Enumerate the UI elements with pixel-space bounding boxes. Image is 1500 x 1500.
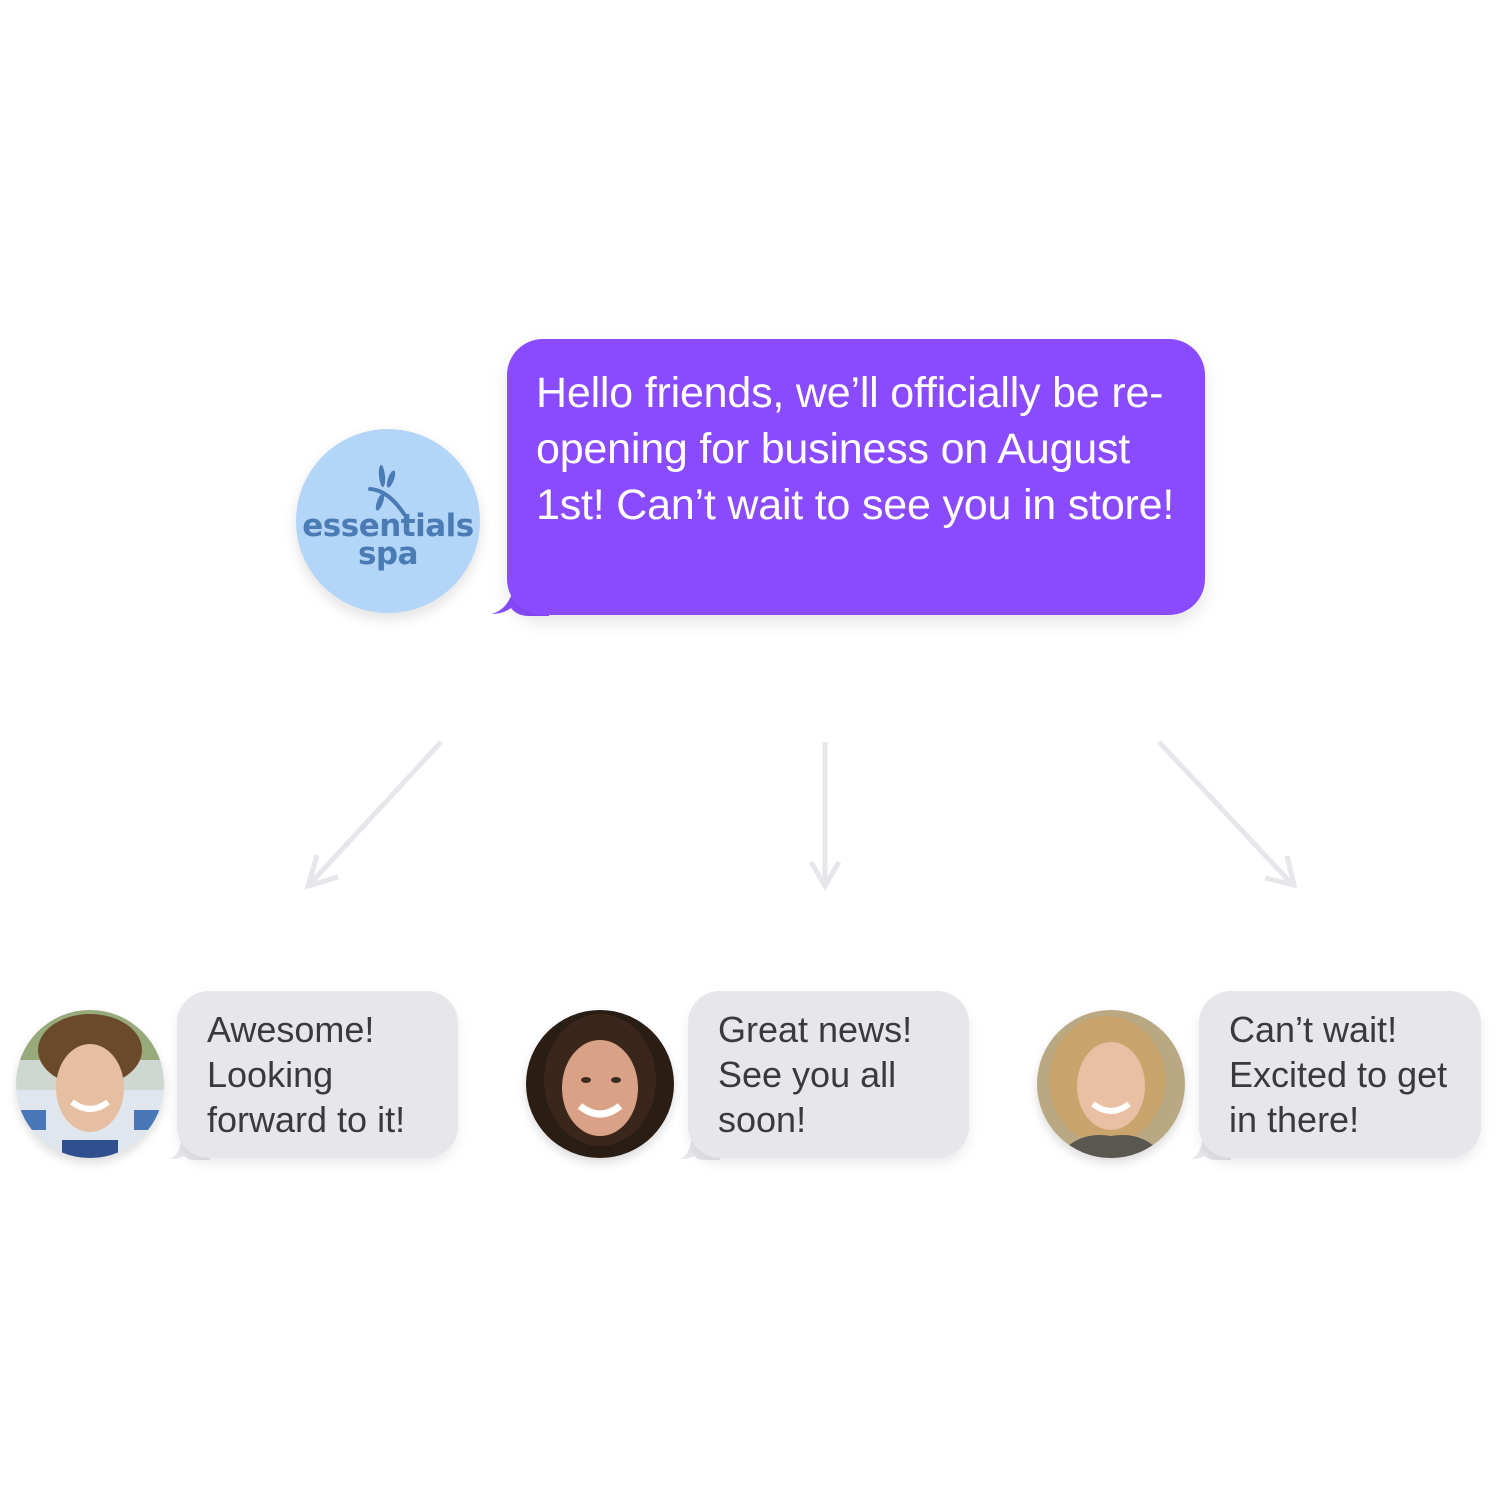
sender-message-bubble: Hello friends, we’ll officially be re-op… <box>507 339 1205 615</box>
woman-blonde-hair-avatar <box>1037 1010 1185 1158</box>
arrow-down-left-icon <box>304 740 443 890</box>
dragonfly-icon <box>368 465 406 516</box>
reply-bubble-2: Great news! See you all soon! <box>688 991 969 1158</box>
reply-avatar-3 <box>1037 1010 1185 1158</box>
reply-text-2: Great news! See you all soon! <box>718 1009 913 1140</box>
reply-text-1: Awesome! Looking forward to it! <box>207 1009 406 1140</box>
brand-name-line1: essentials <box>302 508 474 544</box>
man-curly-hair-avatar <box>16 1010 164 1158</box>
reply-text-3: Can’t wait! Excited to get in there! <box>1229 1009 1448 1140</box>
arrow-down-icon <box>808 742 842 891</box>
brand-avatar: essentials spa <box>296 429 480 613</box>
reply-bubble-3: Can’t wait! Excited to get in there! <box>1199 991 1481 1158</box>
reply-avatar-2 <box>526 1010 674 1158</box>
arrow-down-right-icon <box>1157 740 1298 889</box>
sender-message-text: Hello friends, we’ll officially be re-op… <box>536 369 1175 529</box>
reply-bubble-1: Awesome! Looking forward to it! <box>177 991 458 1158</box>
reply-avatar-1 <box>16 1010 164 1158</box>
woman-dark-hair-avatar <box>526 1010 674 1158</box>
brand-name-line2: spa <box>357 536 419 572</box>
